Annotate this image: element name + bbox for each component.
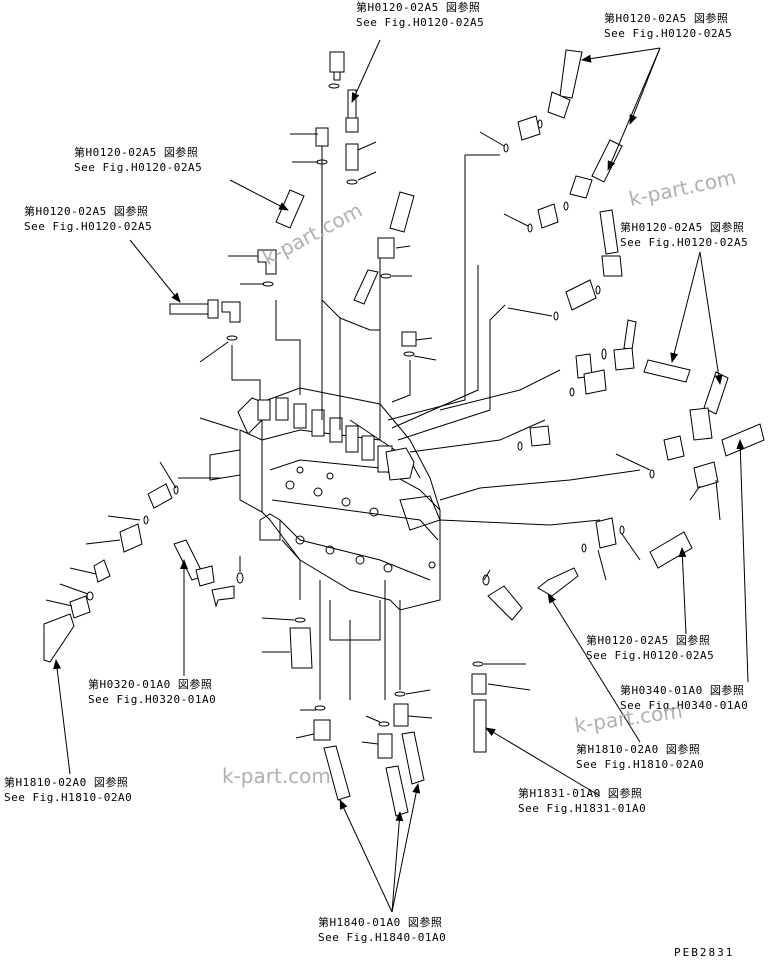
callout-jp: 第H0120-02A5 図参照 <box>604 12 729 25</box>
callout-jp: 第H1831-01A0 図参照 <box>518 787 643 800</box>
callout-h0120-lower-right: 第H0120-02A5 図参照 See Fig.H0120-02A5 <box>586 633 714 663</box>
callout-h0320: 第H0320-01A0 図参照 See Fig.H0320-01A0 <box>88 677 216 707</box>
callout-en: See Fig.H0120-02A5 <box>586 649 715 662</box>
control-valve-body <box>209 387 441 611</box>
callout-en: See Fig.H1840-01A0 <box>318 931 447 944</box>
callout-h1810-right: 第H1810-02A0 図参照 See Fig.H1810-02A0 <box>576 742 704 772</box>
callout-h0120-top-center: 第H0120-02A5 図参照 See Fig.H0120-02A5 <box>356 0 484 30</box>
callout-jp: 第H0120-02A5 図参照 <box>24 205 149 218</box>
watermark: k-part.com <box>222 764 331 788</box>
callout-h0120-mid-left: 第H0120-02A5 図参照 See Fig.H0120-02A5 <box>74 145 202 175</box>
callout-jp: 第H0320-01A0 図参照 <box>88 678 213 691</box>
callout-jp: 第H1810-02A0 図参照 <box>4 776 129 789</box>
drawing-code: PEB2831 <box>674 946 735 959</box>
callout-jp: 第H0120-02A5 図参照 <box>356 1 481 14</box>
callout-h1810-left: 第H1810-02A0 図参照 See Fig.H1810-02A0 <box>4 775 132 805</box>
callout-h0120-right: 第H0120-02A5 図参照 See Fig.H0120-02A5 <box>620 220 748 250</box>
callout-en: See Fig.H1831-01A0 <box>518 802 647 815</box>
callout-h0340: 第H0340-01A0 図参照 See Fig.H0340-01A0 <box>620 683 748 713</box>
callout-jp: 第H1840-01A0 図参照 <box>318 916 443 929</box>
callout-en: See Fig.H0120-02A5 <box>604 27 733 40</box>
fittings <box>43 49 765 817</box>
callout-en: See Fig.H0340-01A0 <box>620 699 749 712</box>
callout-h0120-left: 第H0120-02A5 図参照 See Fig.H0120-02A5 <box>24 204 152 234</box>
callout-h0120-top-right: 第H0120-02A5 図参照 See Fig.H0120-02A5 <box>604 11 732 41</box>
callout-h1831: 第H1831-01A0 図参照 See Fig.H1831-01A0 <box>518 786 646 816</box>
callout-arrows <box>53 39 749 913</box>
callout-en: See Fig.H0320-01A0 <box>88 693 217 706</box>
callout-jp: 第H0120-02A5 図参照 <box>586 634 711 647</box>
leader-lines <box>178 140 641 700</box>
callout-en: See Fig.H0120-02A5 <box>74 161 203 174</box>
callout-jp: 第H0340-01A0 図参照 <box>620 684 745 697</box>
callout-jp: 第H1810-02A0 図参照 <box>576 743 701 756</box>
callout-en: See Fig.H0120-02A5 <box>356 16 485 29</box>
callout-en: See Fig.H1810-02A0 <box>576 758 705 771</box>
callout-jp: 第H0120-02A5 図参照 <box>74 146 199 159</box>
callout-en: See Fig.H0120-02A5 <box>24 220 153 233</box>
callout-h1840: 第H1840-01A0 図参照 See Fig.H1840-01A0 <box>318 915 446 945</box>
callout-en: See Fig.H1810-02A0 <box>4 791 133 804</box>
item-leaders <box>45 131 721 745</box>
callout-jp: 第H0120-02A5 図参照 <box>620 221 745 234</box>
callout-en: See Fig.H0120-02A5 <box>620 236 749 249</box>
